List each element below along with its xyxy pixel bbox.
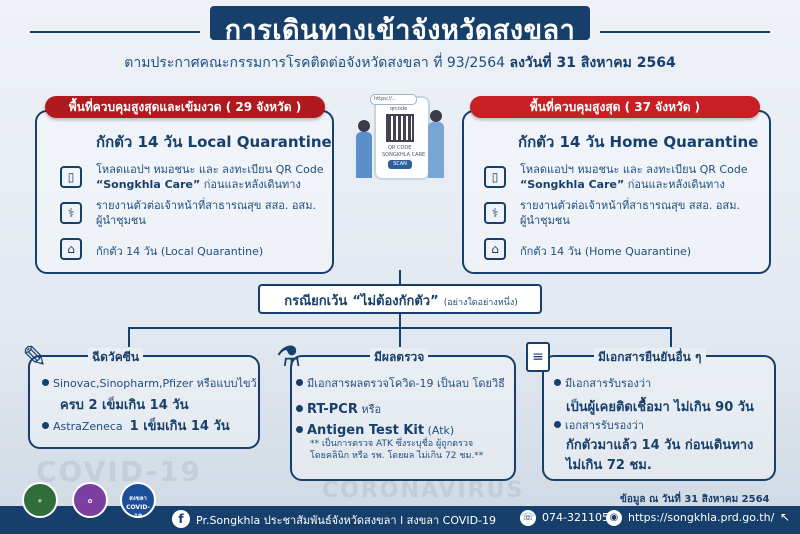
connector-drop-center — [399, 327, 401, 347]
report-icon: ⚕ — [60, 202, 82, 224]
local-item-quarantine: กักตัว 14 วัน (Local Quarantine) — [96, 245, 264, 258]
docs-item-1-detail: เป็นผู้เคยติดเชื้อมา ไม่เกิน 90 วัน — [566, 400, 754, 415]
test-item-rtpcr: RT-PCR หรือ — [296, 398, 381, 417]
vaccine-title: ฉีดวัคซีน — [88, 348, 144, 367]
watermark-coronavirus: CORONAVIRUS — [322, 478, 525, 503]
songkhla-covid-logo: สงขลา COVID-19 — [120, 482, 156, 520]
vaccine-item-1: Sinovac,Sinopharm,Pfizer หรือแบบไขว้ — [42, 376, 257, 391]
home-item-report: รายงานตัวต่อเจ้าหน้าที่สาธารณสุข สสอ. อส… — [520, 199, 740, 227]
test-item-atk: Antigen Test Kit (Atk) — [296, 419, 454, 438]
test-intro: มีเอกสารผลตรวจโควิด-19 เป็นลบ โดยวิธี — [296, 376, 505, 391]
exception-heading: กรณียกเว้น “ไม่ต้องกักตัว” (อย่างใดอย่าง… — [284, 294, 518, 309]
home-item-app: โหลดแอปฯ หมอชนะ และ ลงทะเบียน QR Code“So… — [520, 163, 748, 191]
browser-bar: https://... — [370, 94, 417, 105]
test-result-panel — [290, 355, 516, 481]
qr-phone-illustration: https://... qrcode QR CODE SONGKHLA CARE… — [352, 92, 448, 182]
test-atk-note: ** เป็นการตรวจ ATK ซึ่งระบุชื่อ ผู้ถูกตร… — [310, 439, 484, 461]
phone-app-name: SONGKHLA CARE — [382, 152, 426, 158]
vaccine-item-2: AstraZeneca 1 เข็มเกิน 14 วัน — [42, 419, 230, 434]
phone-icon: ▯ — [60, 166, 82, 188]
title-rule-left — [30, 31, 200, 33]
document-icon: ≡ — [526, 342, 550, 372]
home-item-quarantine: กักตัว 14 วัน (Home Quarantine) — [520, 245, 692, 258]
footer-phone[interactable]: 074-321105 — [542, 511, 609, 524]
vaccine-panel — [28, 355, 260, 449]
prd-seal-logo: ✿ — [72, 482, 108, 518]
phone-scan-button: SCAN — [388, 160, 412, 169]
title-bar — [210, 6, 590, 40]
test-tube-icon: ⚗ — [276, 340, 302, 373]
page-title: การเดินทางเข้าจังหวัดสงขลา — [224, 15, 576, 46]
watermark-covid: COVID-19 — [36, 455, 203, 488]
local-item-report: รายงานตัวต่อเจ้าหน้าที่สาธารณสุข สสอ. อส… — [96, 199, 316, 227]
documents-title: มีเอกสารยืนยันอื่น ๆ — [594, 348, 706, 367]
phone-call-icon: ☏ — [520, 510, 536, 526]
person-left-body — [356, 132, 372, 178]
local-item-app: โหลดแอปฯ หมอชนะ และ ลงทะเบียน QR Code“So… — [96, 163, 324, 191]
connector-vertical-mid — [399, 314, 401, 328]
person-right-body — [428, 122, 444, 178]
home-quarantine-panel — [462, 110, 771, 274]
web-icon: ◉ — [606, 510, 622, 526]
qr-code — [386, 114, 414, 142]
local-quarantine-panel — [35, 110, 334, 274]
footer-website[interactable]: https://songkhla.prd.go.th/ — [628, 511, 775, 524]
person-left — [358, 120, 370, 132]
docs-item-2-detail: กักตัวมาแล้ว 14 วัน ก่อนเดินทางไม่เกิน 7… — [566, 438, 754, 473]
person-right — [430, 110, 442, 122]
footer-facebook[interactable]: Pr.Songkhla ประชาสัมพันธ์จังหวัดสงขลา l … — [196, 514, 497, 527]
house-icon: ⌂ — [60, 238, 82, 260]
connector-vertical-top — [399, 270, 401, 284]
date-note: ข้อมูล ณ วันที่ 31 สิงหาคม 2564 — [620, 494, 770, 505]
page-subtitle: ตามประกาศคณะกรรมการโรคติดต่อจังหวัดสงขลา… — [124, 55, 676, 71]
phone-scan-text: QR CODE — [388, 145, 412, 151]
facebook-icon: f — [172, 510, 190, 528]
title-rule-right — [600, 31, 770, 33]
report-icon: ⚕ — [484, 202, 506, 224]
house-icon: ⌂ — [484, 238, 506, 260]
local-quarantine-badge: พื้นที่ควบคุมสูงสุดและเข้มงวด ( 29 จังหว… — [45, 96, 325, 118]
cursor-icon: ↖ — [780, 510, 791, 524]
connector-drop-left — [128, 327, 130, 347]
phone-screen-title: qrcode — [390, 106, 408, 112]
docs-item-1: มีเอกสารรับรองว่า — [554, 376, 651, 391]
connector-drop-right — [670, 327, 672, 347]
home-quarantine-title: กักตัว 14 วัน Home Quarantine — [518, 133, 759, 151]
docs-item-2: เอกสารรับรองว่า — [554, 418, 644, 433]
syringe-icon: ✎ — [22, 340, 48, 375]
documents-panel — [542, 355, 776, 481]
exception-box — [258, 284, 542, 314]
home-quarantine-badge: พื้นที่ควบคุมสูงสุด ( 37 จังหวัด ) — [470, 96, 760, 118]
vaccine-item-1-detail: ครบ 2 เข็มเกิน 14 วัน — [60, 398, 189, 413]
provincial-seal-logo: ⚜ — [22, 482, 58, 518]
local-quarantine-title: กักตัว 14 วัน Local Quarantine — [96, 133, 332, 151]
test-result-title: มีผลตรวจ — [370, 348, 429, 367]
phone-icon: ▯ — [484, 166, 506, 188]
